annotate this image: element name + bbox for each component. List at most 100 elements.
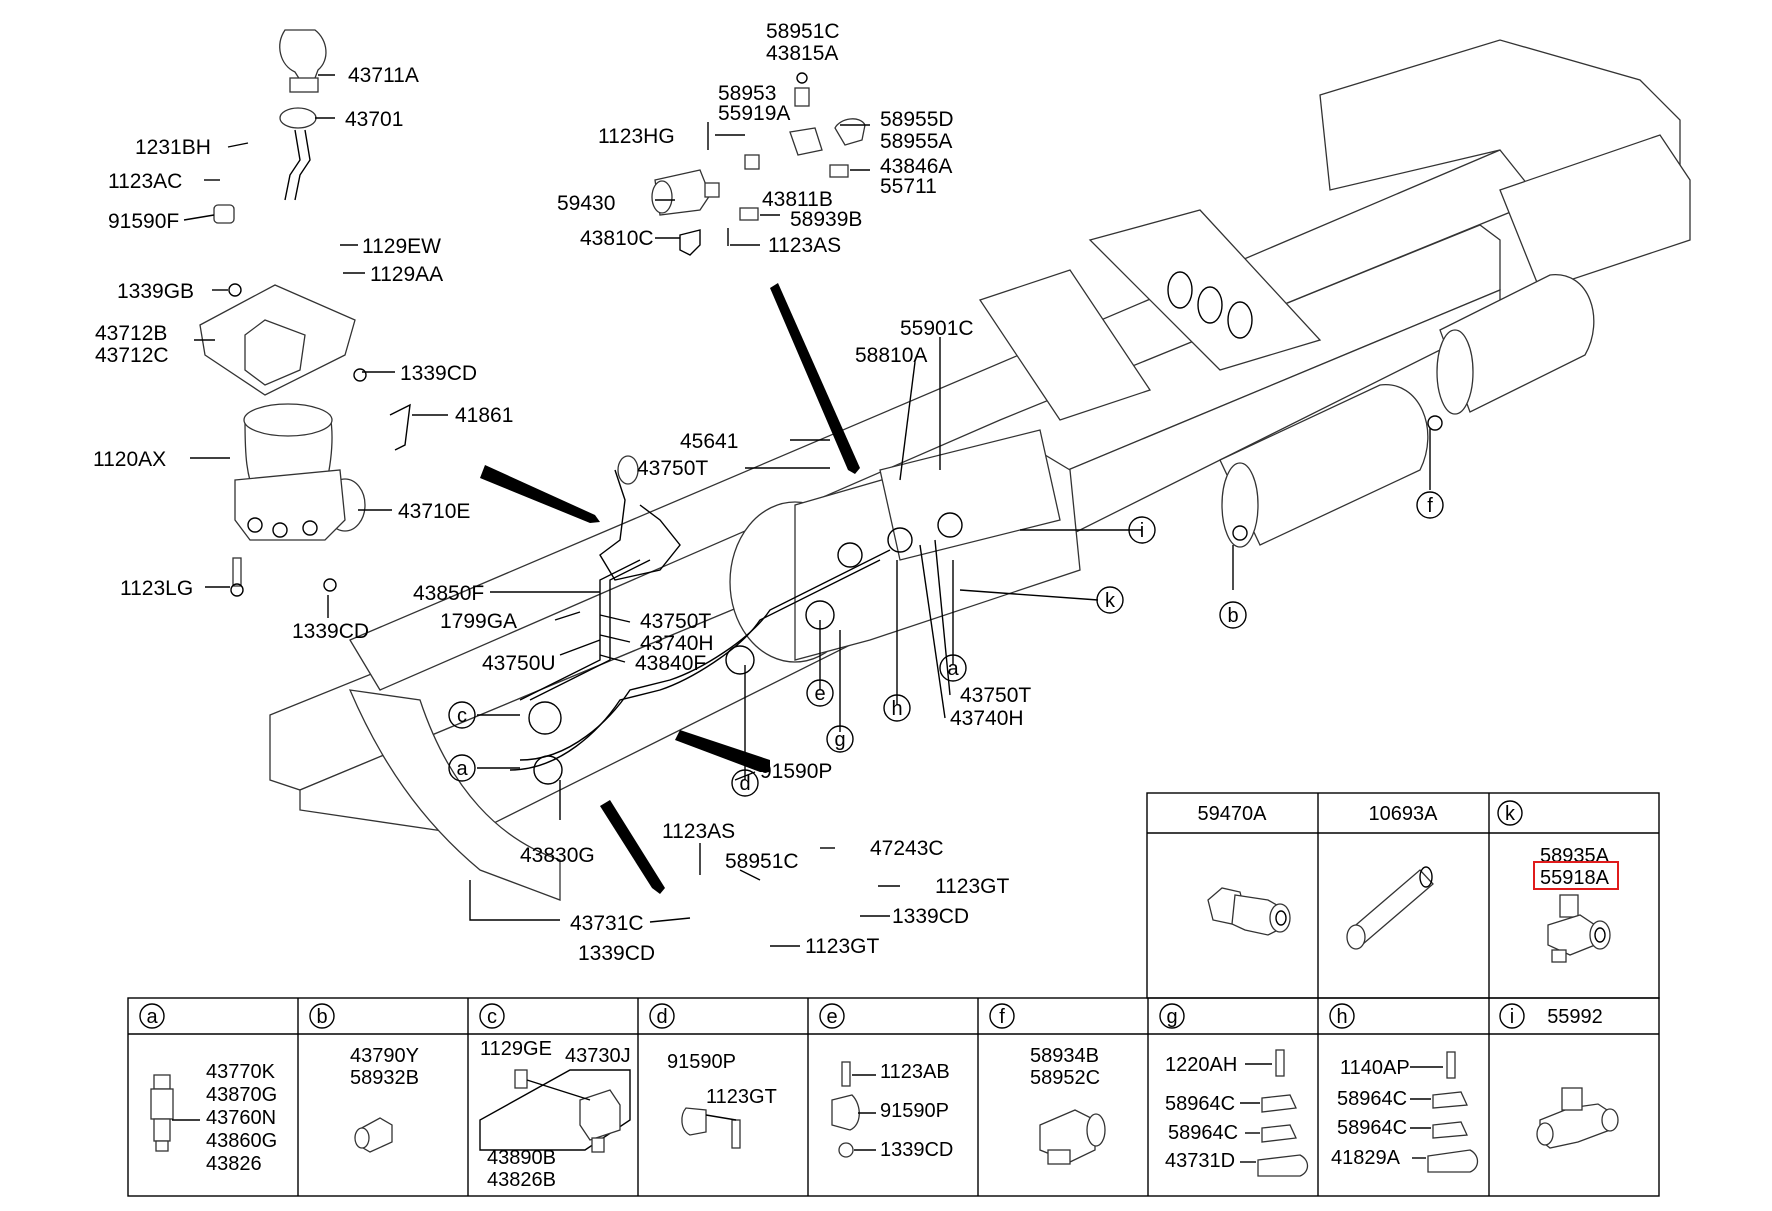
part-label: 43740H — [640, 632, 714, 655]
cell-part: 1339CD — [880, 1139, 953, 1161]
cell-letter: c — [487, 1006, 497, 1028]
cell-letter: g — [1166, 1006, 1177, 1028]
cell-part: 43860G — [206, 1130, 277, 1152]
callout-e: e — [814, 683, 825, 705]
valve-cluster-drawing — [651, 72, 866, 256]
part-label: 1339CD — [578, 942, 655, 965]
cell-part: 1129GE — [480, 1038, 552, 1060]
part-label: 43750T — [640, 610, 711, 633]
part-label: 1123HG — [598, 125, 675, 148]
valve-c — [479, 1069, 631, 1153]
table-header-letter: k — [1505, 803, 1516, 825]
cell-part: 1140AP — [1340, 1057, 1410, 1079]
cell-part: 58934B — [1030, 1045, 1099, 1067]
part-label: 43846A — [880, 155, 952, 178]
part-label: 43811B — [762, 188, 833, 211]
part-label: 43740H — [950, 707, 1024, 730]
part-label: 55901C — [900, 317, 974, 340]
part-label: 58951C — [725, 850, 799, 873]
part-label: 45641 — [680, 430, 738, 453]
part-label: 43840F — [635, 652, 706, 675]
cell-letter: d — [656, 1006, 667, 1028]
part-label: 58810A — [855, 344, 927, 367]
part-label: 1339CD — [892, 905, 969, 928]
cell-part: 58952C — [1030, 1067, 1100, 1089]
part-label: 1129AA — [370, 263, 443, 286]
part-label: 1339GB — [117, 280, 194, 303]
cell-part: 43731D — [1165, 1150, 1235, 1172]
part-label: 43711A — [348, 64, 419, 87]
part-label: 43810C — [580, 227, 654, 250]
callout-h: h — [891, 698, 902, 720]
part-label: 1799GA — [440, 610, 517, 633]
cell-part: 91590P — [667, 1051, 736, 1073]
part-label-k: 58935A — [1540, 845, 1610, 867]
cell-letter: f — [999, 1006, 1005, 1028]
callout-c: c — [457, 705, 467, 727]
part-label: 58955D — [880, 108, 954, 131]
part-label: 1123LG — [120, 577, 193, 600]
shift-tower-drawing — [199, 29, 411, 597]
hex-nut-59470a — [1207, 887, 1291, 936]
highlight-box — [1533, 861, 1619, 890]
elbow-f — [1039, 1109, 1106, 1165]
callout-a-frame: a — [947, 658, 959, 680]
cell-part: 43826B — [487, 1169, 556, 1191]
part-label: 43710E — [398, 500, 470, 523]
part-label: 1231BH — [135, 136, 211, 159]
callout-circles: c a d e g h a i k b f — [448, 491, 1444, 797]
bottom-parts-table: a b c d e f g h i 55992 43770K 43870G 43… — [127, 997, 1660, 1197]
cell-part: 58932B — [350, 1067, 419, 1089]
cell-letter: i — [1510, 1006, 1514, 1028]
fitting-b — [354, 1117, 393, 1153]
clamp-h — [1410, 1051, 1479, 1173]
part-labels: 43711A 43701 1231BH 1123AC 91590F 1129EW… — [93, 20, 1031, 965]
callout-g: g — [834, 729, 845, 751]
part-label: 55711 — [880, 175, 937, 198]
leader-lines — [183, 74, 1431, 947]
part-label: 55919A — [718, 102, 790, 125]
part-label: 43750U — [482, 652, 556, 675]
cell-part: 58964C — [1165, 1093, 1235, 1115]
part-label: 43750T — [637, 457, 708, 480]
tee-fitting-i — [1536, 1087, 1619, 1149]
cell-title: 55992 — [1547, 1006, 1603, 1028]
pointer-wedges — [480, 283, 860, 894]
part-label: 43731C — [570, 912, 644, 935]
cell-part: 91590P — [880, 1100, 949, 1122]
cell-part: 43870G — [206, 1084, 277, 1106]
cell-letter: b — [316, 1006, 327, 1028]
part-label: 43750T — [960, 684, 1031, 707]
part-label: 58939B — [790, 208, 862, 231]
part-label: 58955A — [880, 130, 952, 153]
cell-part: 43770K — [206, 1061, 276, 1083]
part-label-k-highlighted: 55918A — [1540, 867, 1610, 889]
top-parts-table: 59470A 10693A k 58935A 55918A — [1146, 792, 1660, 999]
part-label: 91590P — [760, 760, 832, 783]
cell-part: 43890B — [487, 1147, 556, 1169]
callout-k: k — [1105, 590, 1116, 612]
cell-part: 1123AB — [880, 1061, 950, 1083]
part-label: 43701 — [345, 108, 403, 131]
cell-part: 58964C — [1337, 1088, 1407, 1110]
part-label: 1123AS — [768, 234, 841, 257]
clamp-g — [1240, 1049, 1309, 1177]
part-label: 58951C — [766, 20, 840, 43]
part-label: 43712C — [95, 344, 169, 367]
clip-d — [681, 1107, 741, 1149]
part-label: 58953 — [718, 82, 776, 105]
cell-part: 1123GT — [706, 1086, 777, 1108]
part-label: 43830G — [520, 844, 595, 867]
callout-d: d — [739, 773, 750, 795]
cell-letter: e — [826, 1006, 837, 1028]
part-label: 43850F — [413, 582, 484, 605]
cell-part: 43826 — [206, 1153, 262, 1175]
part-label: 47243C — [870, 837, 944, 860]
callout-a: a — [456, 758, 468, 780]
callout-b: b — [1227, 605, 1238, 627]
table-header: 59470A — [1198, 803, 1268, 825]
cell-part: 58964C — [1168, 1122, 1238, 1144]
chassis-frame-drawing — [269, 39, 1691, 921]
part-label: 43712B — [95, 322, 167, 345]
